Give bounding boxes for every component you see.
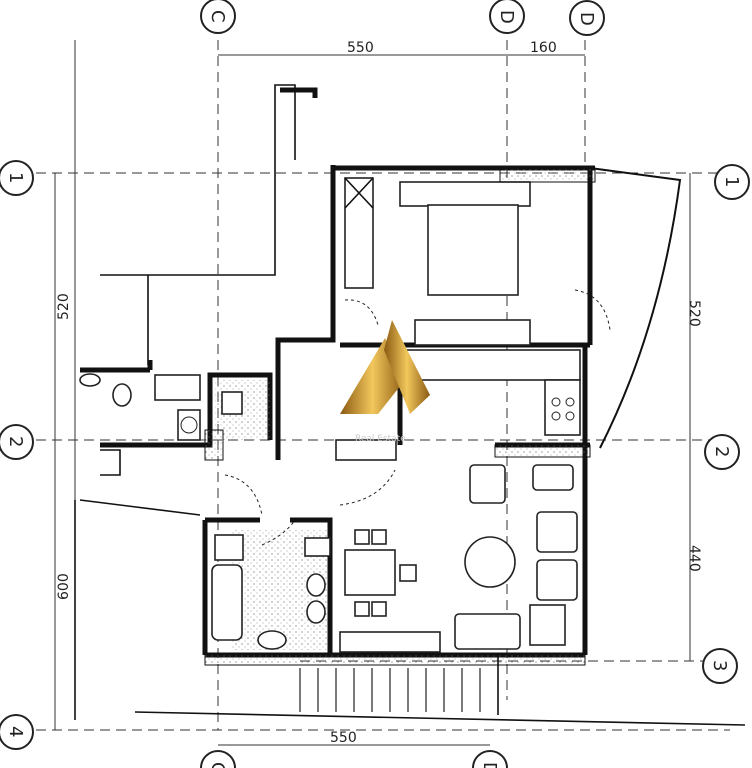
grid-bubble-1-left: 1: [0, 160, 34, 196]
svg-text:3: 3: [709, 660, 730, 671]
dim-bottom-550: 550: [330, 730, 357, 746]
dim-top-550: 550: [347, 40, 374, 56]
dim-left-520: 520: [56, 293, 72, 320]
grid-bubble-1-right: 1: [714, 164, 750, 200]
walls: [80, 87, 682, 715]
grid-bubble-4-left: 4: [0, 714, 34, 750]
real-estate-logo: Real Estate: [340, 320, 430, 444]
svg-text:D: D: [576, 12, 597, 26]
stairs: [299, 668, 481, 712]
bedroom-furniture: [344, 167, 596, 346]
svg-text:4: 4: [5, 726, 26, 737]
grid-bubble-2-right: 2: [704, 434, 740, 470]
door-swings: [224, 289, 611, 546]
dim-top-160: 160: [530, 40, 557, 56]
svg-text:D: D: [479, 762, 500, 768]
bathtub: [211, 564, 243, 641]
dim-right-520: 520: [686, 300, 702, 327]
dimension-lines: [54, 40, 691, 746]
living-furniture: [339, 464, 578, 653]
grid-bubble-2-left: 2: [0, 424, 34, 460]
grid-bubble-d2-top: D: [569, 0, 605, 36]
svg-text:C: C: [207, 10, 228, 23]
grid-bubble-3-right: 3: [702, 648, 738, 684]
neighbor-outlines: [74, 84, 746, 726]
svg-text:Real Estate: Real Estate: [355, 434, 406, 444]
grid-bubble-c-top: C: [200, 0, 236, 34]
svg-text:2: 2: [5, 436, 26, 447]
dim-right-440: 440: [686, 545, 702, 572]
kitchen-furniture: [335, 349, 591, 461]
svg-text:D: D: [496, 10, 517, 24]
grid-bubble-d-bottom: D: [472, 750, 508, 768]
svg-text:C: C: [207, 762, 228, 768]
grid-bubble-c-bottom: C: [200, 750, 236, 768]
dim-left-600: 600: [56, 573, 72, 600]
bed: [427, 204, 519, 296]
svg-text:1: 1: [5, 172, 26, 183]
grid-bubble-d-top: D: [489, 0, 525, 34]
svg-text:2: 2: [711, 446, 732, 457]
svg-text:1: 1: [721, 176, 742, 187]
bathroom-fixtures: [79, 373, 331, 650]
